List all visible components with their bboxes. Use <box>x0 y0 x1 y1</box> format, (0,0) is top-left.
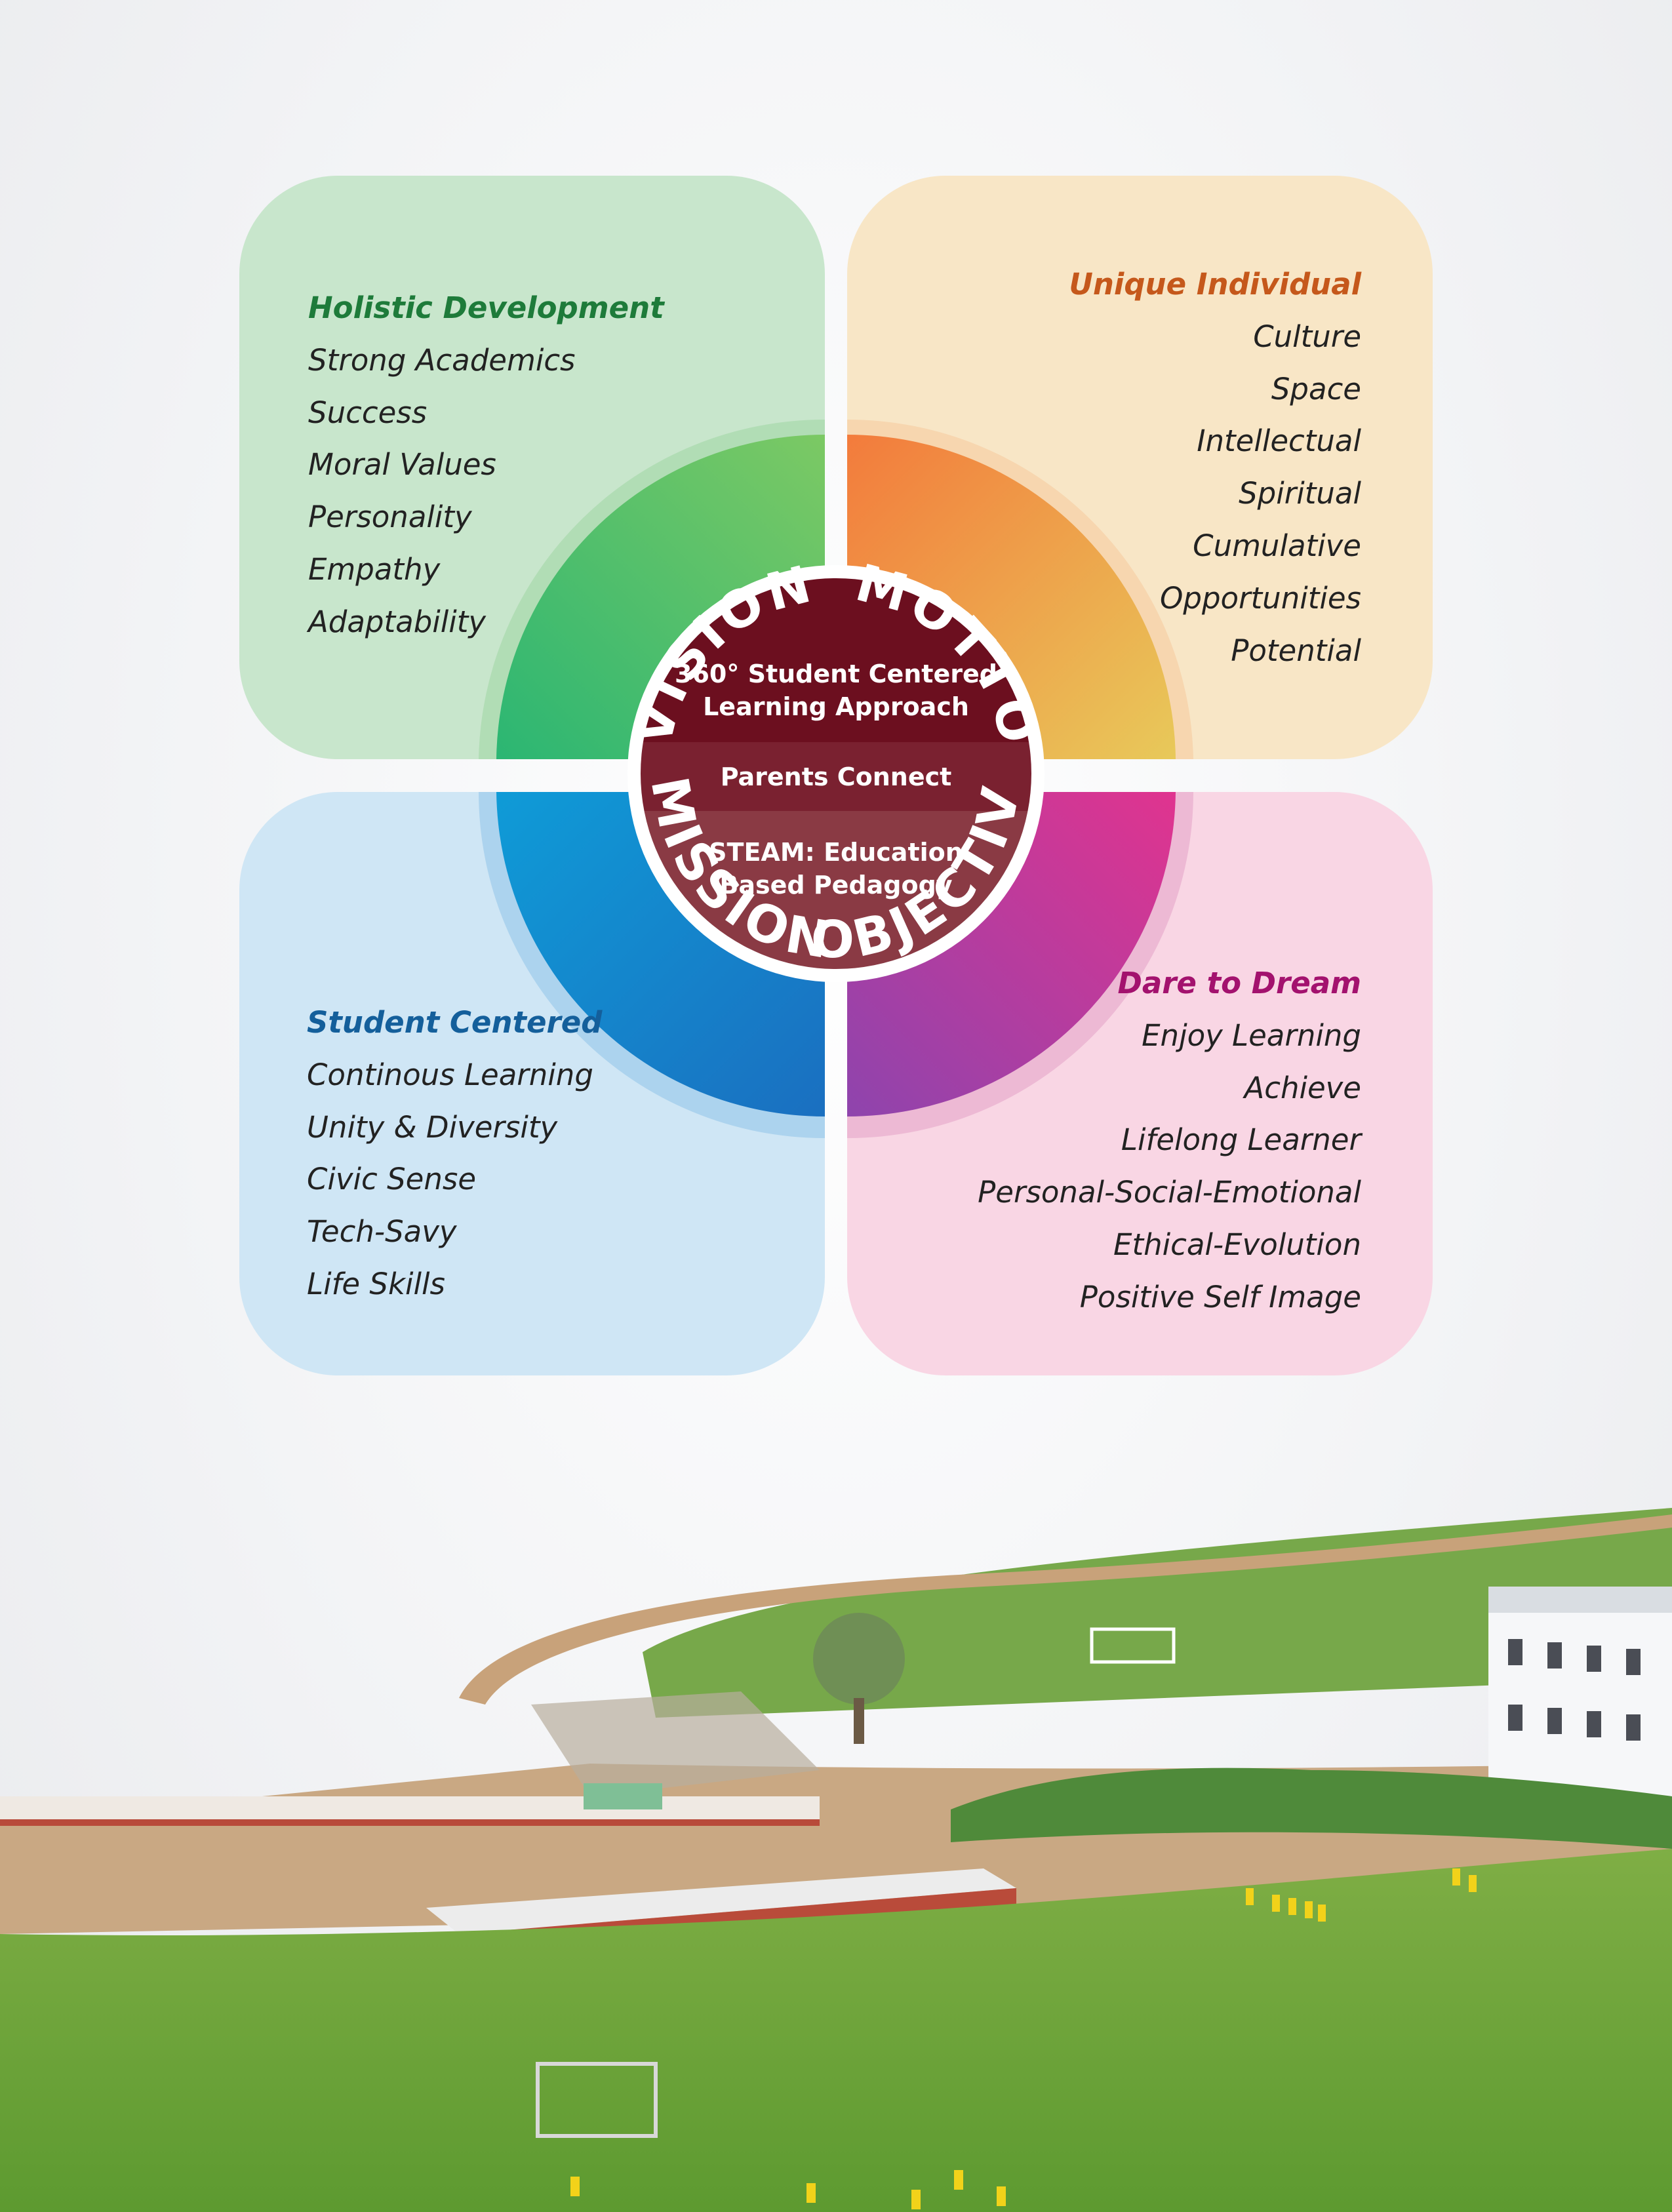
far-goal-post <box>1090 1627 1176 1664</box>
objective-heading: Dare to Dream <box>1117 966 1361 1000</box>
motto-item: Opportunities <box>1159 580 1361 616</box>
core-approach-line-2: Learning Approach <box>703 692 969 721</box>
running-track <box>459 1514 1672 1705</box>
vision-item: Adaptability <box>308 604 487 639</box>
core-parents-text: Parents Connect <box>639 760 1033 793</box>
mission-heading: Student Centered <box>307 1005 603 1040</box>
boundary-wall <box>0 1796 820 1823</box>
core-approach-text: 360° Student Centered Learning Approach <box>639 658 1033 723</box>
objective-item: Lifelong Learner <box>1121 1122 1361 1158</box>
core-steam-text: STEAM: Education Based Pedagogy <box>639 836 1033 901</box>
main-field <box>0 1849 1672 2212</box>
court-fence <box>531 1691 820 1796</box>
vision-item: Empathy <box>308 551 441 587</box>
motto-item: Space <box>1271 371 1361 406</box>
core-approach-line-1: 360° Student Centered <box>675 660 997 688</box>
boundary-wall-band <box>0 1819 820 1826</box>
objective-list: Dare to Dream Enjoy Learning Achieve Lif… <box>978 957 1361 1324</box>
motto-item: Culture <box>1253 319 1361 354</box>
objective-item: Positive Self Image <box>1079 1279 1361 1314</box>
players <box>570 1868 1477 2209</box>
stage-platform <box>426 1868 1016 1934</box>
small-pool <box>584 1783 662 1809</box>
mission-item: Tech-Savy <box>307 1214 457 1250</box>
mission-list: Student Centered Continous Learning Unit… <box>307 997 602 1311</box>
building-windows <box>1508 1639 1641 1741</box>
motto-item: Spiritual <box>1239 476 1361 511</box>
motto-item: Potential <box>1231 633 1361 668</box>
core-steam-line-1: STEAM: Education <box>709 838 963 867</box>
school-building-roof <box>1488 1587 1672 1613</box>
school-building <box>1488 1587 1672 1796</box>
vision-item: Success <box>308 395 428 430</box>
motto-item: Intellectual <box>1197 424 1361 459</box>
tree-trunk <box>854 1698 864 1744</box>
core-parents-line: Parents Connect <box>720 762 952 791</box>
vision-list: Holistic Development Strong Academics Su… <box>308 282 664 648</box>
objective-item: Personal-Social-Emotional <box>978 1175 1361 1210</box>
vision-item: Strong Academics <box>308 342 576 378</box>
motto-heading: Unique Individual <box>1069 267 1361 302</box>
core-steam-line-2: Based Pedagogy <box>719 871 953 899</box>
mission-item: Continous Learning <box>307 1057 593 1092</box>
tree <box>813 1613 905 1705</box>
hedge <box>951 1768 1672 1849</box>
objective-item: Enjoy Learning <box>1142 1017 1361 1053</box>
near-goal-post <box>536 2062 658 2138</box>
mission-item: Civic Sense <box>307 1162 477 1197</box>
motto-item: Cumulative <box>1193 528 1361 563</box>
motto-list: Unique Individual Culture Space Intellec… <box>1069 258 1361 677</box>
vision-item: Moral Values <box>308 447 496 483</box>
objective-item: Ethical-Evolution <box>1113 1227 1361 1262</box>
vision-heading: Holistic Development <box>308 290 664 325</box>
mission-item: Life Skills <box>307 1266 445 1301</box>
vision-item: Personality <box>308 500 472 535</box>
objective-item: Achieve <box>1244 1070 1361 1105</box>
mission-item: Unity & Diversity <box>307 1109 558 1145</box>
